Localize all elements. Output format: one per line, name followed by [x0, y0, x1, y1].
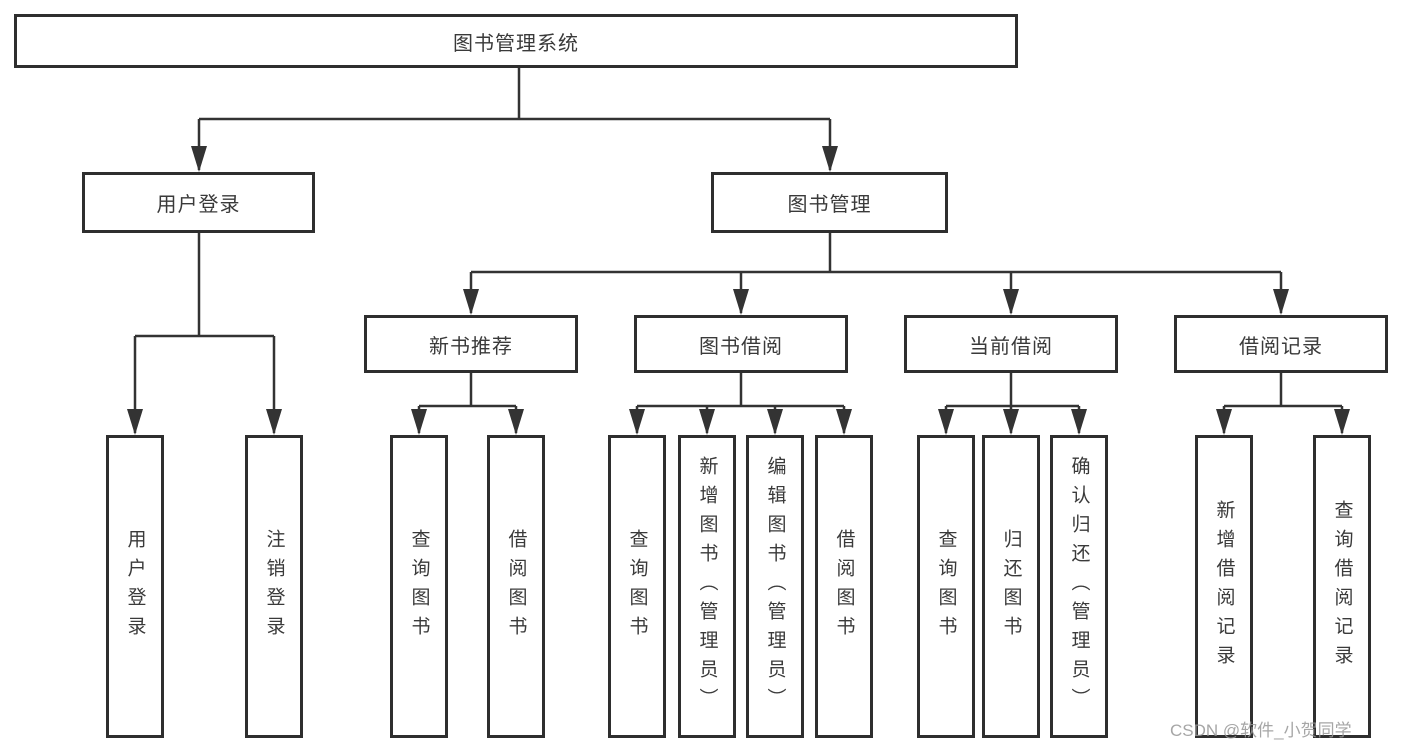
- connector-new-book-recommend: [417, 373, 518, 433]
- leaf-borrow-books-borrowing-label: 借阅图书: [833, 528, 855, 645]
- connector-book-management: [469, 233, 1283, 313]
- leaf-query-books-borrowing: 查询图书: [608, 435, 666, 738]
- leaf-borrow-books-recommend-label: 借阅图书: [505, 528, 527, 645]
- leaf-add-book-admin: 新增图书（管理员）: [678, 435, 736, 738]
- connector-book-borrowing: [635, 373, 846, 433]
- leaf-add-borrow-record-label: 新增借阅记录: [1213, 499, 1235, 674]
- node-borrowing-records-label: 借阅记录: [1239, 335, 1323, 358]
- leaf-logout-label: 注销登录: [263, 528, 285, 645]
- leaf-edit-book-admin: 编辑图书（管理员）: [746, 435, 804, 738]
- leaf-query-books-recommend: 查询图书: [390, 435, 448, 738]
- connector-user-login: [133, 233, 276, 433]
- leaf-return-book: 归还图书: [982, 435, 1040, 738]
- leaf-borrow-books-recommend: 借阅图书: [487, 435, 545, 738]
- node-book-management: 图书管理: [711, 172, 948, 233]
- leaf-logout: 注销登录: [245, 435, 303, 738]
- leaf-add-book-admin-label: 新增图书（管理员）: [696, 456, 718, 717]
- node-user-login: 用户登录: [82, 172, 315, 233]
- node-user-login-label: 用户登录: [156, 194, 241, 216]
- arrowheads: [127, 146, 1350, 435]
- node-root-label: 图书管理系统: [453, 32, 579, 55]
- connector-root: [197, 68, 832, 170]
- leaf-return-book-label: 归还图书: [1000, 528, 1022, 645]
- leaf-query-books-current-label: 查询图书: [935, 528, 957, 645]
- node-new-book-recommend-label: 新书推荐: [429, 335, 513, 358]
- csdn-watermark: CSDN @软件_小贺同学: [1170, 721, 1352, 740]
- node-book-borrowing-label: 图书借阅: [699, 335, 783, 358]
- node-borrowing-records: 借阅记录: [1174, 315, 1388, 373]
- leaf-user-login-label: 用户登录: [124, 528, 146, 645]
- node-book-management-label: 图书管理: [787, 194, 872, 216]
- leaf-add-borrow-record: 新增借阅记录: [1195, 435, 1253, 738]
- leaf-confirm-return-admin: 确认归还（管理员）: [1050, 435, 1108, 738]
- node-current-borrowing: 当前借阅: [904, 315, 1118, 373]
- leaf-edit-book-admin-label: 编辑图书（管理员）: [764, 456, 786, 717]
- leaf-query-books-recommend-label: 查询图书: [408, 528, 430, 645]
- node-current-borrowing-label: 当前借阅: [969, 335, 1053, 358]
- leaf-confirm-return-admin-label: 确认归还（管理员）: [1068, 456, 1090, 717]
- leaf-query-books-borrowing-label: 查询图书: [626, 528, 648, 645]
- leaf-query-borrow-record: 查询借阅记录: [1313, 435, 1371, 738]
- connector-borrowing-records: [1222, 373, 1344, 433]
- node-book-borrowing: 图书借阅: [634, 315, 848, 373]
- leaf-query-borrow-record-label: 查询借阅记录: [1331, 499, 1353, 674]
- node-new-book-recommend: 新书推荐: [364, 315, 578, 373]
- node-root: 图书管理系统: [14, 14, 1018, 68]
- leaf-borrow-books-borrowing: 借阅图书: [815, 435, 873, 738]
- leaf-user-login: 用户登录: [106, 435, 164, 738]
- leaf-query-books-current: 查询图书: [917, 435, 975, 738]
